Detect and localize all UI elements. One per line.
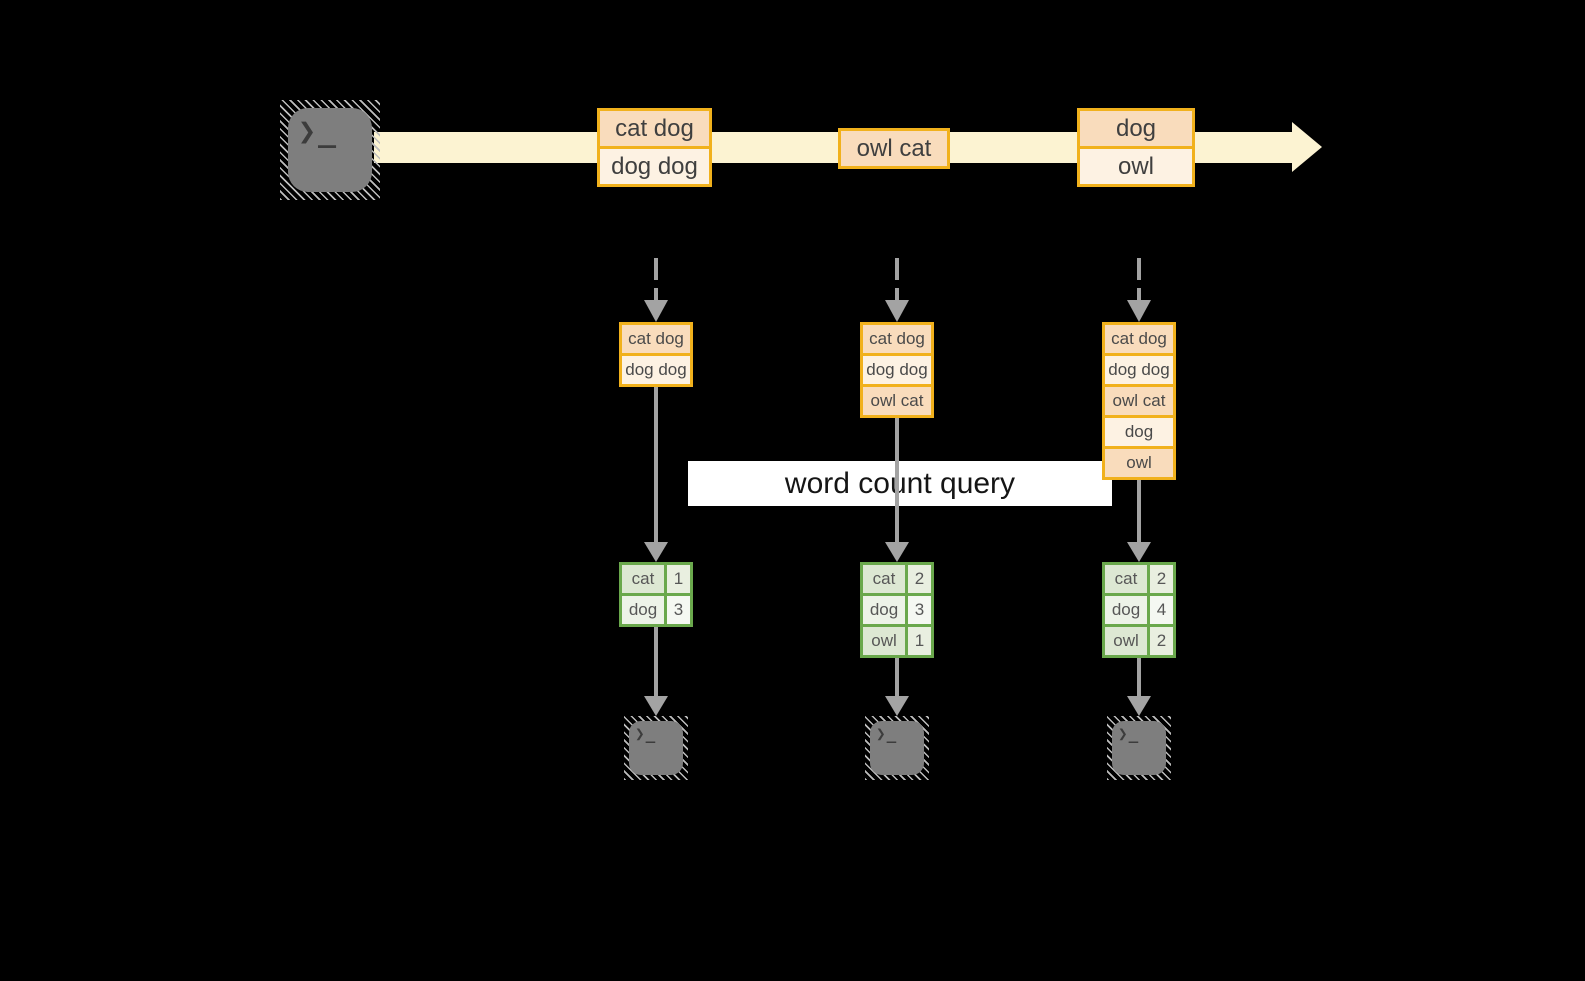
count-row: dog 3 xyxy=(863,593,931,624)
query-arrow-2 xyxy=(895,418,899,542)
state-record: cat dog xyxy=(863,325,931,353)
ingest-arrow-1 xyxy=(654,258,658,300)
ingest-arrow-3 xyxy=(1137,258,1141,300)
state-record: cat dog xyxy=(1105,325,1173,353)
terminal-prompt-icon: ❯_ xyxy=(876,724,898,743)
output-arrowhead-2-icon xyxy=(885,696,909,716)
stream-batch-1: cat dog dog dog xyxy=(597,108,712,187)
ingest-arrowhead-1-icon xyxy=(644,300,668,322)
ingest-arrow-2 xyxy=(895,258,899,300)
state-stack-3: cat dog dog dog owl cat dog owl xyxy=(1102,322,1176,480)
count-cell: 2 xyxy=(908,565,931,593)
state-record: owl cat xyxy=(863,384,931,415)
count-row: owl 1 xyxy=(863,624,931,655)
word-cell: dog xyxy=(622,596,667,624)
output-terminal-1-icon: ❯_ xyxy=(624,716,688,780)
output-terminal-3-icon: ❯_ xyxy=(1107,716,1171,780)
stream-record: owl xyxy=(1080,146,1192,184)
query-label: word count query xyxy=(784,467,1016,500)
output-arrowhead-1-icon xyxy=(644,696,668,716)
count-cell: 2 xyxy=(1150,565,1173,593)
stream-record: dog dog xyxy=(600,146,709,184)
state-record: dog dog xyxy=(1105,353,1173,384)
source-terminal-icon: ❯_ xyxy=(280,100,380,200)
output-arrowhead-3-icon xyxy=(1127,696,1151,716)
count-cell: 3 xyxy=(908,596,931,624)
stream-arrow-head-icon xyxy=(1292,122,1322,172)
word-cell: cat xyxy=(622,565,667,593)
terminal-screen xyxy=(870,721,924,775)
terminal-screen xyxy=(288,108,372,192)
count-cell: 4 xyxy=(1150,596,1173,624)
terminal-prompt-icon: ❯_ xyxy=(298,114,339,149)
terminal-prompt-icon: ❯_ xyxy=(1118,724,1140,743)
state-record: dog dog xyxy=(863,353,931,384)
count-table-2: cat 2 dog 3 owl 1 xyxy=(860,562,934,658)
count-table-3: cat 2 dog 4 owl 2 xyxy=(1102,562,1176,658)
output-arrow-2 xyxy=(895,658,899,696)
query-arrowhead-2-icon xyxy=(885,542,909,562)
count-row: cat 2 xyxy=(863,565,931,593)
query-band: word count query xyxy=(688,461,1112,506)
terminal-prompt-icon: ❯_ xyxy=(635,724,657,743)
output-terminal-2-icon: ❯_ xyxy=(865,716,929,780)
ingest-arrowhead-3-icon xyxy=(1127,300,1151,322)
count-cell: 1 xyxy=(908,627,931,655)
stream-record: dog xyxy=(1080,111,1192,146)
stream-record: cat dog xyxy=(600,111,709,146)
count-row: cat 2 xyxy=(1105,565,1173,593)
query-arrow-3 xyxy=(1137,480,1141,542)
output-arrow-3 xyxy=(1137,658,1141,696)
word-cell: cat xyxy=(1105,565,1150,593)
query-arrowhead-3-icon xyxy=(1127,542,1151,562)
word-cell: owl xyxy=(1105,627,1150,655)
count-cell: 2 xyxy=(1150,627,1173,655)
state-record: owl cat xyxy=(1105,384,1173,415)
count-row: cat 1 xyxy=(622,565,690,593)
output-arrow-1 xyxy=(654,627,658,696)
state-stack-1: cat dog dog dog xyxy=(619,322,693,387)
stream-record: owl cat xyxy=(841,131,947,166)
word-cell: dog xyxy=(1105,596,1150,624)
count-cell: 3 xyxy=(667,596,690,624)
state-record: cat dog xyxy=(622,325,690,353)
state-record: dog xyxy=(1105,415,1173,446)
word-cell: dog xyxy=(863,596,908,624)
query-arrow-1 xyxy=(654,387,658,542)
ingest-arrowhead-2-icon xyxy=(885,300,909,322)
query-arrowhead-1-icon xyxy=(644,542,668,562)
word-cell: cat xyxy=(863,565,908,593)
stream-batch-2: owl cat xyxy=(838,128,950,169)
state-stack-2: cat dog dog dog owl cat xyxy=(860,322,934,418)
count-table-1: cat 1 dog 3 xyxy=(619,562,693,627)
terminal-screen xyxy=(629,721,683,775)
word-cell: owl xyxy=(863,627,908,655)
terminal-screen xyxy=(1112,721,1166,775)
count-row: owl 2 xyxy=(1105,624,1173,655)
state-record: owl xyxy=(1105,446,1173,477)
count-cell: 1 xyxy=(667,565,690,593)
state-record: dog dog xyxy=(622,353,690,384)
count-row: dog 4 xyxy=(1105,593,1173,624)
stream-batch-3: dog owl xyxy=(1077,108,1195,187)
count-row: dog 3 xyxy=(622,593,690,624)
